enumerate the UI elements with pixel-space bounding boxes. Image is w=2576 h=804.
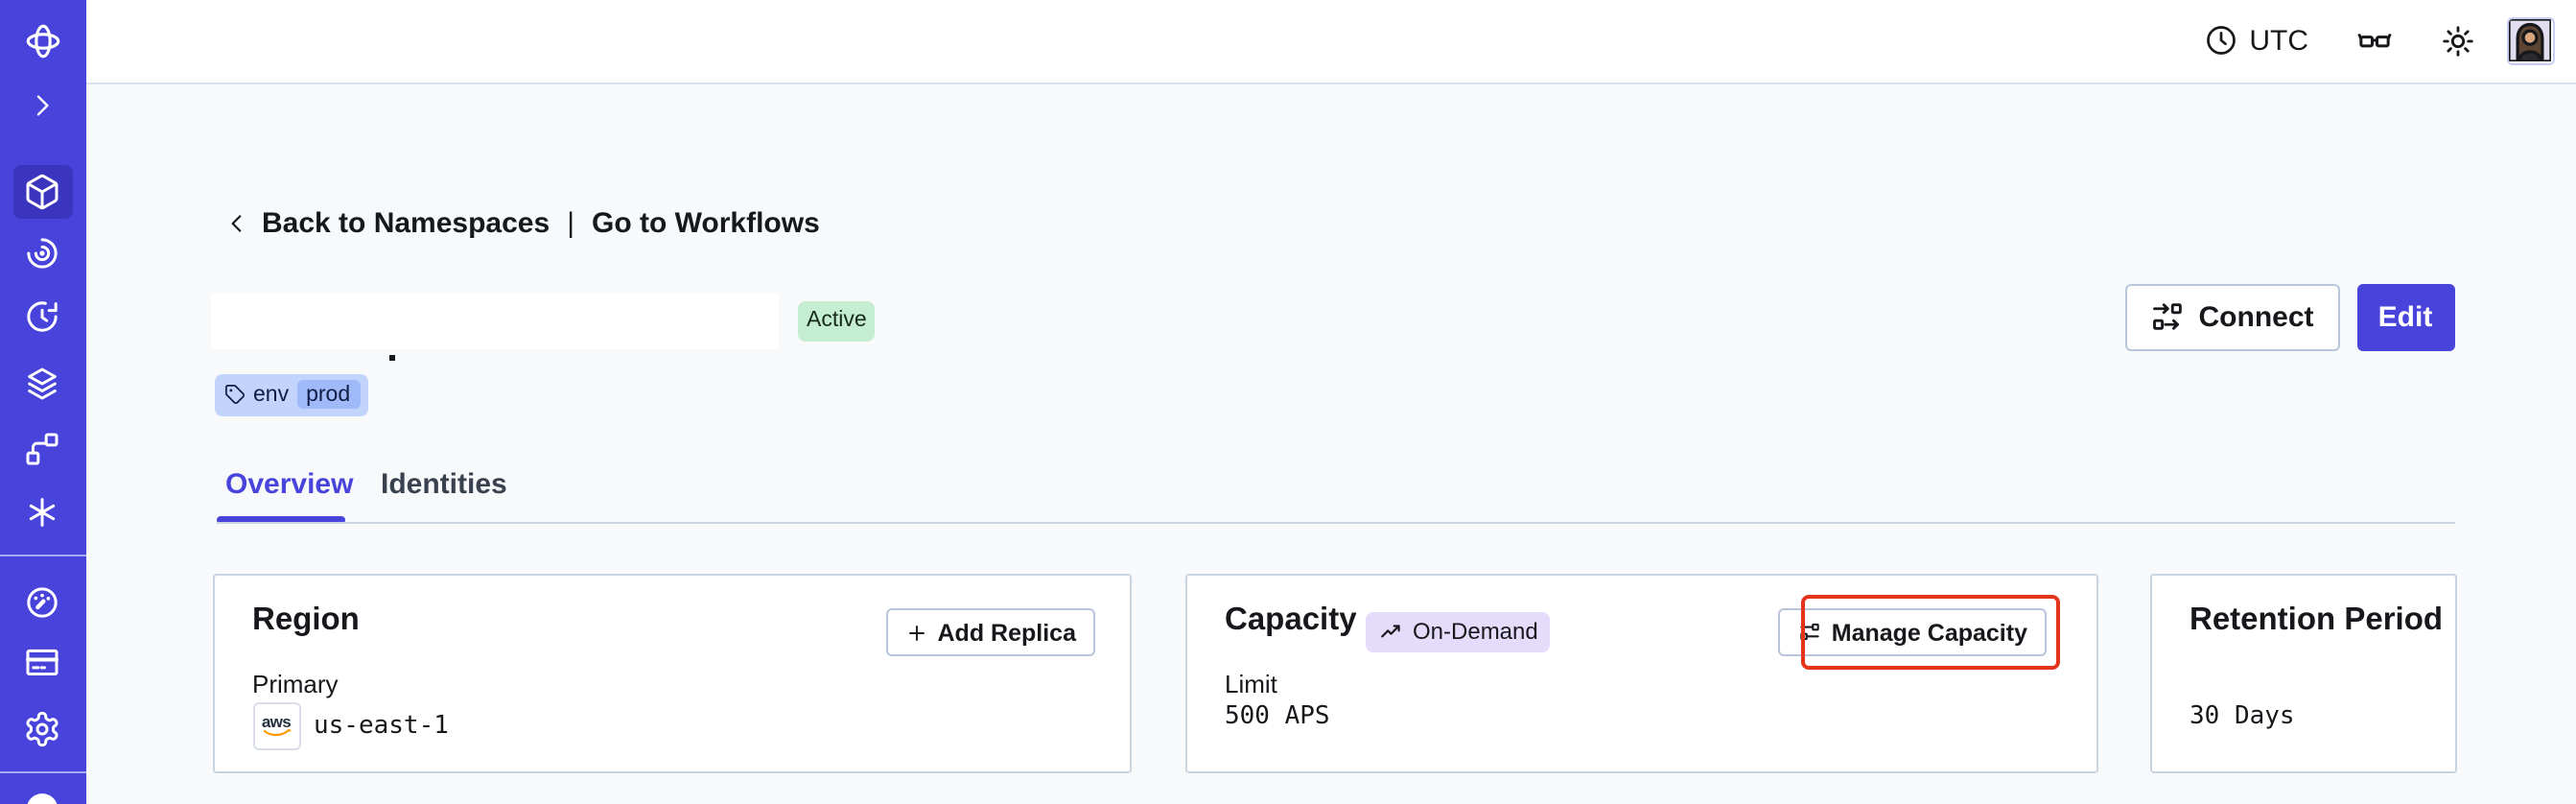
sidebar-item-partial-bottom[interactable] <box>0 791 85 804</box>
glasses-icon[interactable] <box>2354 22 2393 60</box>
sidebar-item-workflow[interactable] <box>0 421 85 475</box>
retention-value: 30 Days <box>2190 702 2295 731</box>
clock-icon <box>2206 26 2236 56</box>
breadcrumb: Back to Namespaces | Go to Workflows <box>223 206 820 239</box>
trend-up-icon <box>1380 624 1399 637</box>
region-value-row: aws us-east-1 <box>252 702 449 750</box>
edit-label: Edit <box>2377 300 2433 333</box>
main-content: Back to Namespaces | Go to Workflows Act… <box>85 83 2576 804</box>
sidebar-item-history[interactable] <box>0 290 85 343</box>
plus-icon <box>908 625 925 640</box>
tab-identities[interactable]: Identities <box>381 467 507 500</box>
on-demand-label: On-Demand <box>1413 618 1538 645</box>
tab-overview[interactable]: Overview <box>225 467 354 500</box>
sidebar-expand-chevron-icon[interactable] <box>0 79 85 132</box>
on-demand-badge: On-Demand <box>1366 611 1551 651</box>
sidebar-item-settings[interactable] <box>0 701 85 755</box>
breadcrumb-back-link[interactable]: Back to Namespaces <box>262 206 550 239</box>
back-chevron-icon[interactable] <box>223 210 248 235</box>
sidebar-item-spiral-eye[interactable] <box>0 225 85 279</box>
usage-gauge-icon <box>27 586 59 617</box>
partial-circle-icon <box>28 793 58 804</box>
capacity-label: Limit <box>1225 669 1277 698</box>
asterisk-icon <box>30 497 56 526</box>
sidebar-divider <box>0 770 85 773</box>
aws-provider-icon: aws <box>252 702 300 750</box>
tabs-divider <box>216 521 2455 523</box>
aws-smile-icon <box>262 729 291 737</box>
tag-chip: env prod <box>215 373 368 415</box>
retention-card: Retention Period 30 Days <box>2150 574 2456 773</box>
breadcrumb-workflows-link[interactable]: Go to Workflows <box>592 206 820 239</box>
sliders-icon <box>1800 623 1819 641</box>
sidebar-item-asterisk[interactable] <box>0 485 85 538</box>
sidebar-item-billing[interactable] <box>0 635 85 689</box>
status-badge: Active <box>798 300 876 342</box>
add-replica-label: Add Replica <box>937 619 1077 646</box>
timezone-button[interactable]: UTC <box>2203 24 2308 59</box>
retention-card-title: Retention Period <box>2190 603 2444 637</box>
capacity-card: Capacity On-Demand Manage Capacity Limit… <box>1185 574 2098 773</box>
sidebar <box>0 0 85 804</box>
connect-label: Connect <box>2198 300 2314 333</box>
capacity-value: 500 APS <box>1225 702 1330 731</box>
timezone-label: UTC <box>2249 24 2308 58</box>
billing-card-icon <box>26 649 59 675</box>
namespace-title-redacted <box>211 293 779 348</box>
sidebar-item-usage[interactable] <box>0 575 85 628</box>
workflow-branch-icon <box>27 432 59 464</box>
tag-key: env <box>253 383 290 406</box>
connect-button[interactable]: Connect <box>2124 283 2340 350</box>
manage-capacity-button[interactable]: Manage Capacity <box>1777 608 2047 656</box>
layers-icon <box>28 367 58 400</box>
title-dot <box>388 355 394 361</box>
tag-value: prod <box>296 380 361 409</box>
connect-flow-icon <box>2153 303 2183 330</box>
sidebar-item-layers[interactable] <box>0 357 85 411</box>
tag-icon <box>224 384 246 405</box>
sidebar-divider <box>0 554 85 556</box>
sidebar-item-namespaces[interactable] <box>0 165 85 219</box>
manage-capacity-label: Manage Capacity <box>1831 619 2027 646</box>
region-value: us-east-1 <box>314 712 449 741</box>
add-replica-button[interactable]: Add Replica <box>885 608 1095 656</box>
settings-gear-icon <box>27 710 59 746</box>
history-clock-icon <box>27 301 59 332</box>
aws-logo-text: aws <box>261 712 292 731</box>
region-card-title: Region <box>252 603 360 637</box>
edit-button[interactable]: Edit <box>2356 283 2454 350</box>
region-card: Region Add Replica Primary aws us-east-1 <box>213 574 1132 773</box>
user-avatar[interactable] <box>2506 16 2554 65</box>
temporal-logo-icon[interactable] <box>0 14 85 68</box>
capacity-card-title: Capacity <box>1225 603 1357 637</box>
topbar: UTC <box>85 0 2576 83</box>
light-mode-sun-icon[interactable] <box>2439 23 2475 59</box>
active-tab-underline <box>216 516 344 523</box>
spiral-eye-icon <box>27 237 59 268</box>
breadcrumb-separator: | <box>567 206 574 239</box>
cube-icon <box>27 174 59 210</box>
region-label: Primary <box>252 669 339 698</box>
